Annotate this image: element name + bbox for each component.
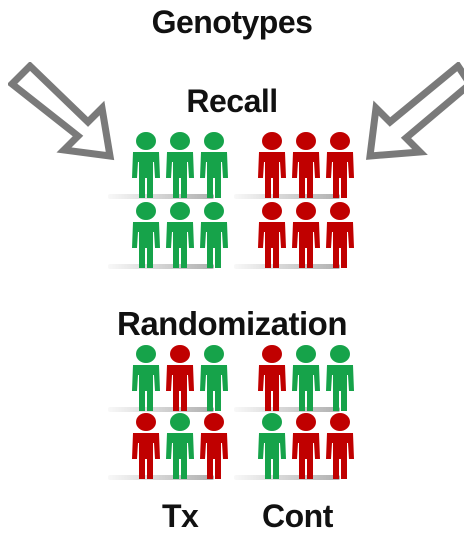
person-icon-green [198,132,230,205]
person-icon-red [290,202,322,275]
recall-label: Recall [186,83,278,119]
right-arrow-icon [365,62,464,160]
person-icon-red [324,132,356,205]
genotypes-title: Genotypes [151,4,313,40]
group-shadow [108,264,214,269]
person-icon-red [198,413,230,486]
person-icon-red [324,413,356,486]
group-shadow [234,475,340,480]
cont-label: Cont [262,498,333,534]
person-icon-green [130,345,162,418]
group-shadow [108,407,214,412]
person-icon-green [164,202,196,275]
person-icon-green [164,413,196,486]
group-shadow [234,264,340,269]
person-icon-red [256,202,288,275]
left-arrow-icon [8,62,115,161]
person-icon-green [324,345,356,418]
group-shadow [234,407,340,412]
person-icon-red [290,132,322,205]
person-icon-red [256,345,288,418]
person-icon-green [198,202,230,275]
tx-label: Tx [162,498,199,534]
person-icon-red [256,132,288,205]
group-shadow [108,475,214,480]
randomization-label: Randomization [117,305,348,342]
person-icon-red [324,202,356,275]
person-icon-green [164,132,196,205]
group-shadow [234,194,340,199]
group-shadow [108,194,214,199]
person-icon-green [256,413,288,486]
person-icon-green [290,345,322,418]
person-icon-green [130,132,162,205]
person-icon-red [164,345,196,418]
person-icon-green [130,202,162,275]
person-icon-red [290,413,322,486]
person-icon-red [130,413,162,486]
person-icon-green [198,345,230,418]
